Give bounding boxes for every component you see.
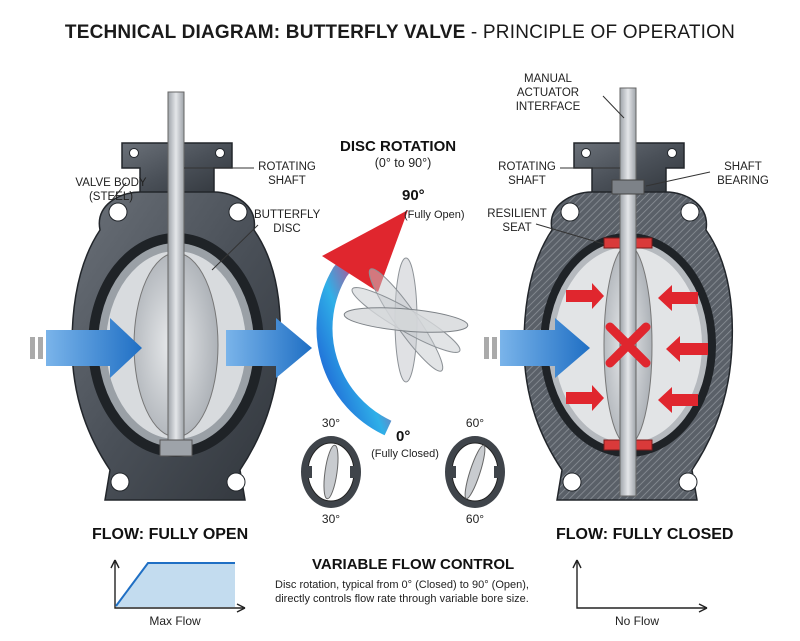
right-inlet-flow-arrow	[500, 318, 590, 378]
left-rotating-shaft	[167, 91, 185, 453]
right-graph-caption: No Flow	[614, 614, 659, 628]
right-shaft-bearing	[611, 179, 645, 195]
rotation-heading: DISC ROTATION	[340, 138, 457, 155]
label-fully-open: (Fully Open)	[404, 209, 465, 221]
mini-30-top-label: 30°	[321, 416, 341, 430]
stop-x-mark	[605, 322, 651, 368]
mini-30-bottom-label: 30°	[321, 512, 341, 526]
page-title: TECHNICAL DIAGRAM: BUTTERFLY VALVE - PRI…	[0, 22, 800, 44]
mini-60-bottom-label: 60°	[465, 512, 485, 526]
label-right-rotating-shaft: ROTATING SHAFT	[498, 161, 556, 187]
closed-flow-graph	[572, 559, 708, 613]
title-rest: - PRINCIPLE OF OPERATION	[465, 22, 736, 43]
open-flow-graph	[110, 559, 246, 613]
left-outlet-flow-arrow	[226, 318, 312, 378]
title-bold: TECHNICAL DIAGRAM: BUTTERFLY VALVE	[64, 22, 466, 43]
left-inlet-flow-arrow	[46, 318, 142, 378]
rotation-range: (0° to 90°)	[374, 156, 432, 170]
left-flow-heading: FLOW: FULLY OPEN	[92, 526, 249, 543]
left-graph-caption: Max Flow	[149, 614, 201, 628]
label-actuator: MANUAL ACTUATOR INTERFACE	[515, 73, 581, 113]
label-left-rotating-shaft: ROTATING SHAFT	[258, 161, 316, 187]
label-shaft-bearing: SHAFT BEARING	[717, 161, 769, 187]
rotation-arc	[316, 257, 392, 436]
control-heading: VARIABLE FLOW CONTROL	[312, 556, 515, 573]
right-valve	[484, 87, 734, 501]
rotation-arrowhead	[322, 210, 408, 292]
control-description: Disc rotation, typical from 0° (Closed) …	[275, 579, 529, 605]
label-resilient-seat: RESILIENT SEAT	[487, 208, 547, 234]
label-90-degrees: 90°	[402, 187, 425, 204]
label-0-degrees: 0°	[396, 428, 411, 445]
mini-valve-60	[445, 436, 505, 508]
right-flow-heading: FLOW: FULLY CLOSED	[556, 526, 734, 543]
mini-60-top-label: 60°	[465, 416, 485, 430]
left-valve	[30, 91, 312, 501]
label-valve-body: VALVE BODY (STEEL)	[75, 177, 147, 203]
label-fully-closed: (Fully Closed)	[371, 448, 439, 460]
mini-valve-30	[301, 436, 361, 508]
right-rotating-shaft	[619, 87, 637, 497]
rotation-diagram	[316, 210, 469, 436]
label-butterfly-disc: BUTTERFLY DISC	[254, 209, 321, 235]
